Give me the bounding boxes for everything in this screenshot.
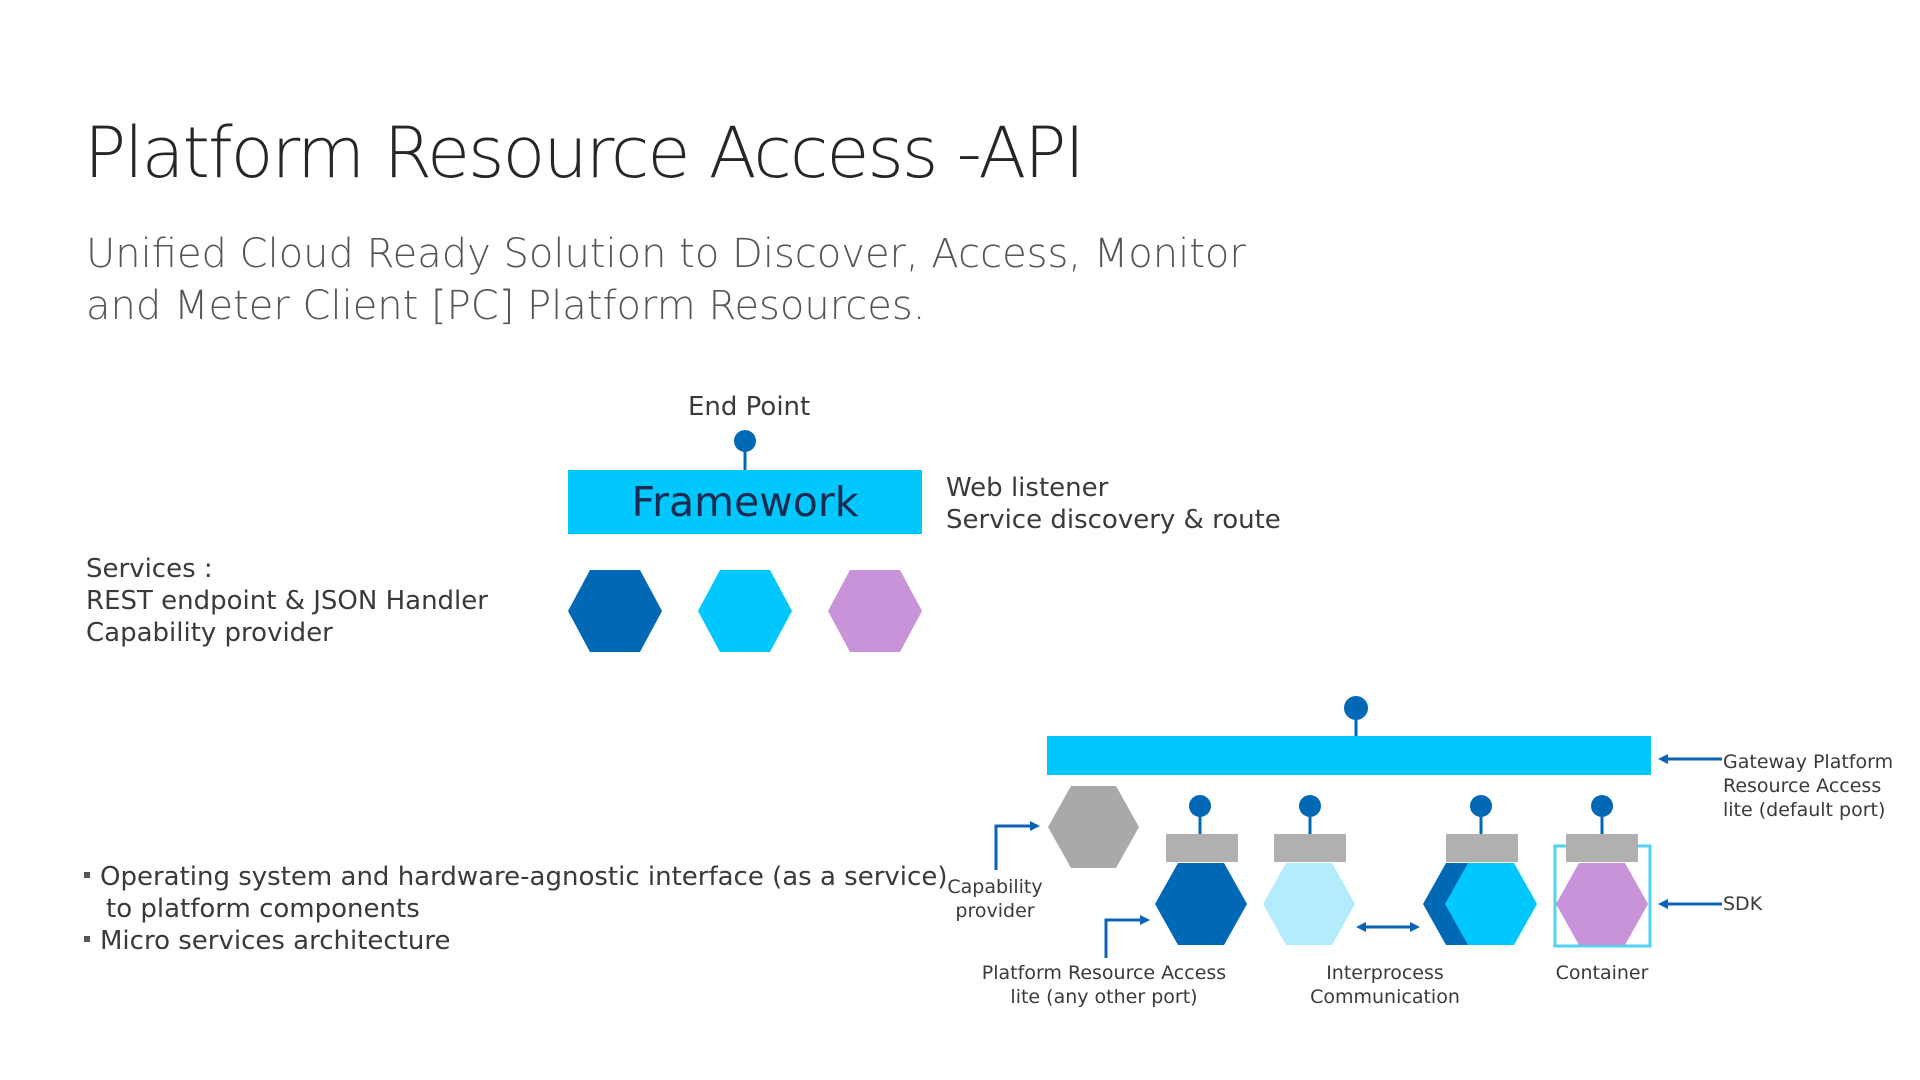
service-hexagon-dark-blue [568,570,662,652]
framework-description: Web listener Service discovery & route [946,472,1281,536]
ipc-label-line-1: Interprocess [1326,962,1444,984]
services-line-1: REST endpoint & JSON Handler [86,586,488,616]
services-line-2: Capability provider [86,618,333,648]
container-label: Container [1555,962,1649,984]
bullet-item-2: Micro services architecture [84,925,947,957]
pra-sdk-cap [1166,834,1238,862]
page-title: Platform Resource Access -API [84,112,1085,194]
service-hexagon-cyan [698,570,792,652]
pra-label-line-2: lite (any other port) [1010,986,1198,1008]
pra-pin-icon [1189,795,1211,817]
capability-label-line-2: provider [955,900,1035,922]
ipc-label-line-2: Communication [1310,986,1460,1008]
gateway-pin-icon [1344,696,1368,720]
top-framework-group [568,430,922,652]
gateway-bar [1047,736,1651,775]
feature-bullet-list: Operating system and hardware-agnostic i… [84,861,947,957]
gateway-label-line-3: lite (default port) [1723,799,1886,821]
bullet-item-1-line-2: to platform components [106,894,420,924]
light-sdk-cap [1274,834,1346,862]
framework-bar [568,470,922,534]
bullet-square-icon [84,935,90,942]
services-heading: Services : [86,554,213,584]
ipc-hexagon-front [1445,863,1537,945]
framework-label: Framework [631,478,859,526]
page-subtitle: Unified Cloud Ready Solution to Discover… [86,228,1386,332]
gateway-label-line-1: Gateway Platform [1723,751,1894,773]
bullet-item-1-line-1: Operating system and hardware-agnostic i… [100,862,948,892]
services-description: Services : REST endpoint & JSON Handler … [86,553,488,649]
cyan-pin-icon [1470,795,1492,817]
capability-elbow-arrow-icon [994,821,1040,870]
container-sdk-cap [1566,834,1638,862]
capability-label-line-1: Capability [947,876,1043,898]
capability-hexagon [1048,786,1139,868]
light-pin-icon [1299,795,1321,817]
gateway-label: Gateway Platform Resource Access lite (d… [1723,750,1893,822]
pra-label-line-1: Platform Resource Access [981,962,1227,984]
subtitle-line-1: Unified Cloud Ready Solution to Discover… [86,231,1246,277]
bullet-item-1: Operating system and hardware-agnostic i… [84,861,947,893]
gateway-label-line-2: Resource Access [1723,775,1882,797]
bullet-item-2-text: Micro services architecture [100,926,451,956]
pra-lite-label: Platform Resource Access lite (any other… [970,961,1238,1009]
sdk-label: SDK [1723,893,1763,915]
interprocess-label: Interprocess Communication [1290,961,1480,1009]
web-listener-text: Web listener [946,473,1109,503]
bottom-gateway-group [994,696,1722,958]
cyan-sdk-cap [1446,834,1518,862]
endpoint-label: End Point [688,392,811,422]
pra-hexagon [1155,863,1247,945]
service-discovery-text: Service discovery & route [946,505,1281,535]
pra-elbow-arrow-icon [1104,915,1150,958]
subtitle-line-2: and Meter Client [PC] Platform Resources… [86,283,926,329]
bullet-item-1-continued: to platform components [84,893,947,925]
service-hexagon-lavender [828,570,922,652]
bullet-square-icon [84,871,90,878]
endpoint-pin-icon [734,430,756,452]
container-hexagon [1556,863,1648,945]
light-cyan-hexagon [1263,863,1355,945]
capability-provider-label: Capability provider [930,875,1060,923]
container-pin-icon [1591,795,1613,817]
